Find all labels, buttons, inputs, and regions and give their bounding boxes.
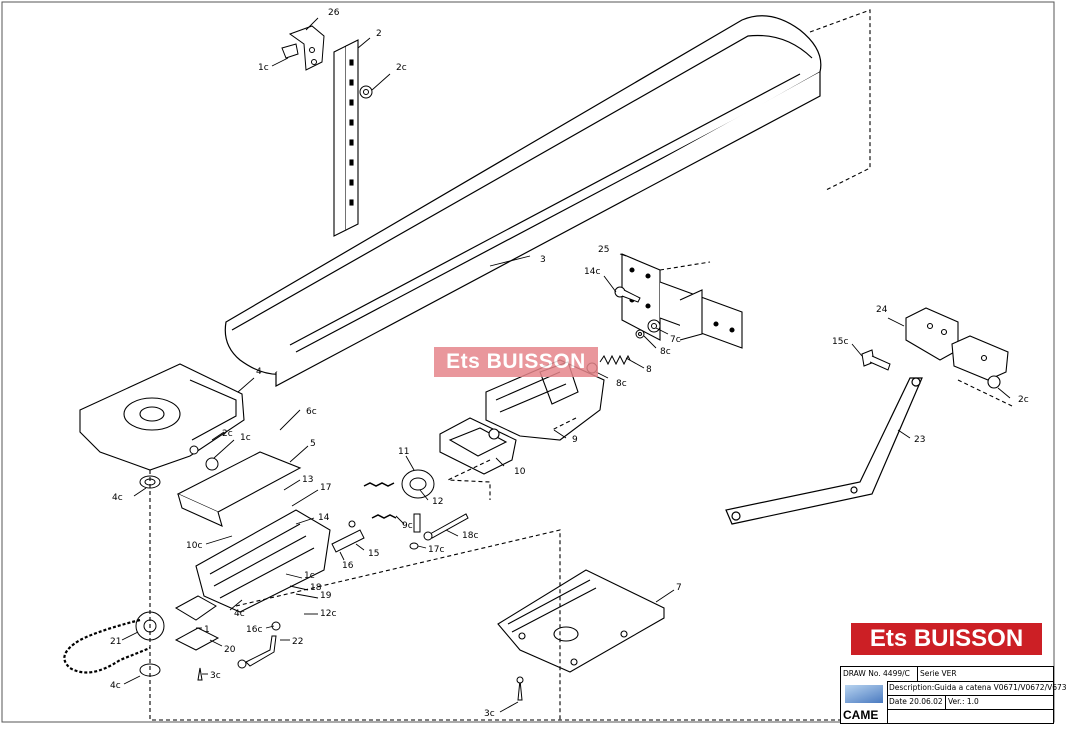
- callout-7: 7: [676, 583, 682, 593]
- base-cover-part: [497, 569, 665, 673]
- callout-17: 17: [320, 483, 331, 493]
- callout-26: 26: [328, 8, 340, 18]
- callout-19: 19: [320, 591, 332, 601]
- description-label: Description:Guida a catena V0671/V0672/V…: [889, 683, 1067, 692]
- callout-8c: 8c: [616, 379, 627, 389]
- callout-labels: 26 2 1c 2c 3 25 14c 7c 8c 8 8c 24 15c 2c…: [110, 8, 1029, 719]
- nut-part: [359, 85, 373, 99]
- callout-6c: 6c: [306, 407, 317, 417]
- title-row-1: DRAW No. 4499/C Serie VER: [841, 667, 1053, 682]
- drawing-border: [1, 1, 1055, 723]
- callout-2c: 2c: [396, 63, 407, 73]
- callout-4: 4: [256, 367, 262, 377]
- motor-housing-part: [79, 363, 245, 471]
- callout-18: 18: [310, 583, 322, 593]
- gearbox-frame-part: [195, 509, 331, 613]
- leader-lines: [121, 17, 1011, 713]
- callout-1: 1: [204, 625, 210, 635]
- callout-11: 11: [398, 447, 409, 457]
- callout-8c: 8c: [660, 347, 671, 357]
- brand-logo: Ets BUISSON: [851, 623, 1042, 655]
- small-parts: [174, 595, 281, 681]
- callout-4c: 4c: [234, 609, 245, 619]
- slider-part: [439, 417, 517, 475]
- title-row-2: Description:Guida a catena V0671/V0672/V…: [887, 681, 1067, 696]
- callout-3c: 3c: [484, 709, 495, 719]
- callout-21: 21: [110, 637, 121, 647]
- rail-part: [224, 15, 822, 387]
- arm-part: [725, 377, 923, 525]
- callout-20: 20: [224, 645, 236, 655]
- callout-7c: 7c: [670, 335, 681, 345]
- sprocket-part: [401, 469, 435, 533]
- small-bracket-part: [281, 25, 325, 71]
- callout-1c: 1c: [240, 433, 251, 443]
- callout-16: 16: [342, 561, 354, 571]
- washer-part: [139, 445, 219, 489]
- shaft-part: [331, 520, 365, 553]
- callout-2: 2: [376, 29, 382, 39]
- callout-15c: 15c: [832, 337, 848, 347]
- callout-13: 13: [302, 475, 313, 485]
- callout-22: 22: [292, 637, 303, 647]
- callout-5: 5: [310, 439, 316, 449]
- callout-18c: 18c: [462, 531, 478, 541]
- assembly-dashes: [149, 9, 1013, 721]
- callout-14: 14: [318, 513, 330, 523]
- callout-2c: 2c: [222, 429, 233, 439]
- callout-14c: 14c: [584, 267, 600, 277]
- title-block: DRAW No. 4499/C Serie VER Description:Gu…: [840, 666, 1067, 724]
- serie-label: Serie VER: [920, 669, 957, 678]
- callout-16c: 16c: [246, 625, 262, 635]
- came-logo: CAME: [841, 681, 888, 723]
- draw-number: DRAW No. 4499/C: [841, 667, 918, 681]
- cover-plate-part: [176, 451, 302, 527]
- callout-15: 15: [368, 549, 379, 559]
- callout-9: 9: [572, 435, 578, 445]
- callout-2c: 2c: [1018, 395, 1029, 405]
- callout-3c: 3c: [210, 671, 221, 681]
- vertical-bracket-part: [333, 39, 359, 237]
- callout-23: 23: [914, 435, 925, 445]
- callout-1c: 1c: [258, 63, 269, 73]
- callout-25: 25: [598, 245, 609, 255]
- watermark: Ets BUISSON: [434, 347, 598, 377]
- callout-9c: 9c: [402, 521, 413, 531]
- door-bracket-part: [905, 307, 1009, 389]
- chain-link-part: [363, 482, 397, 519]
- bolt-part: [614, 286, 661, 339]
- bolt-part: [861, 349, 891, 371]
- came-logo-mark: [845, 685, 883, 703]
- callout-12: 12: [432, 497, 443, 507]
- callout-3: 3: [540, 255, 546, 265]
- drive-chain-part: [63, 618, 151, 674]
- callout-17c: 17c: [428, 545, 444, 555]
- title-row-3: Date 20.06.02 Ver.: 1.0: [887, 695, 1053, 710]
- came-logo-text: CAME: [843, 708, 879, 722]
- callout-12c: 12c: [320, 609, 336, 619]
- callout-1c: 1c: [304, 571, 315, 581]
- callout-24: 24: [876, 305, 888, 315]
- callout-4c: 4c: [110, 681, 121, 691]
- callout-10: 10: [514, 467, 526, 477]
- date-label: Date 20.06.02: [887, 695, 946, 709]
- callout-4c: 4c: [112, 493, 123, 503]
- version-label: Ver.: 1.0: [948, 697, 979, 706]
- callout-10c: 10c: [186, 541, 202, 551]
- screw-part: [516, 676, 524, 701]
- screw-part: [409, 513, 469, 550]
- wall-bracket-part: [621, 253, 743, 349]
- callout-8: 8: [646, 365, 652, 375]
